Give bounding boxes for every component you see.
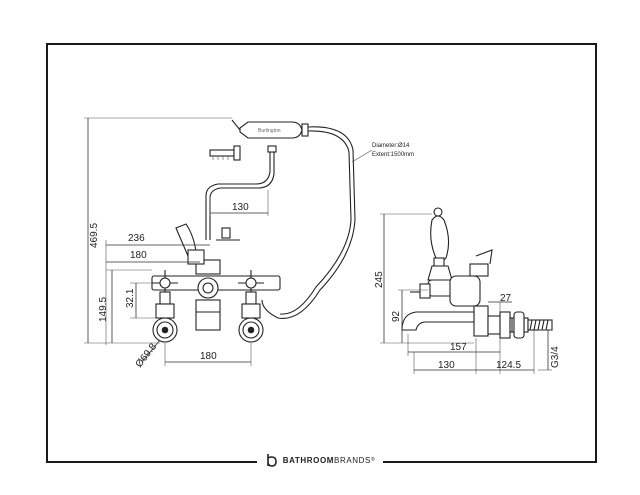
dim-32-1: 32.1: [125, 288, 136, 308]
side-wall-union: [487, 311, 553, 339]
bathroombrands-b-icon: [266, 454, 277, 467]
left-cross-handle: [152, 270, 178, 305]
dim-130-shower: 130: [232, 202, 249, 213]
dim-130-side: 130: [438, 360, 455, 371]
dim-469-5: 469.5: [89, 223, 100, 248]
side-dimensions: 245 92 27 157 130 124.5: [374, 213, 561, 374]
brand-name-regular: BRANDS: [334, 455, 371, 465]
dim-124-5: 124.5: [496, 360, 521, 371]
dim-157: 157: [450, 342, 467, 353]
front-view: Burlington: [84, 117, 414, 370]
dim-27: 27: [500, 293, 512, 304]
shower-head: [209, 145, 241, 161]
side-spout: [401, 311, 475, 331]
dim-180-bottom: 180: [200, 351, 217, 362]
handset: Burlington: [231, 119, 309, 139]
dim-149-5: 149.5: [98, 297, 109, 322]
dim-245: 245: [374, 271, 385, 288]
cradle-arm: [205, 145, 277, 240]
dim-180-top: 180: [130, 250, 147, 261]
hose: [261, 126, 356, 319]
hose-diameter-note: Diameter:Ø14: [372, 143, 410, 149]
side-view: 245 92 27 157 130 124.5: [374, 207, 561, 374]
handset-label: Burlington: [258, 128, 281, 134]
dim-thread-g3-4: G3/4: [550, 346, 561, 368]
side-body: [410, 249, 493, 337]
drawing-frame: [46, 43, 597, 463]
front-dimensions: 469.5 130 236 180 149.5 32.1 Ø69.8: [84, 117, 414, 370]
hose-extent-note: Extent:1500mm: [372, 152, 414, 158]
dim-92: 92: [391, 310, 402, 322]
brand-name-bold: BATHROOM: [282, 455, 335, 465]
brand-registered-mark: ®: [370, 457, 376, 463]
dim-236: 236: [128, 233, 145, 244]
diverter: [175, 223, 240, 275]
side-lever-handle: [427, 207, 453, 281]
right-cross-handle: [238, 270, 264, 305]
left-wall-flange: [152, 303, 178, 343]
right-wall-flange: [238, 303, 264, 343]
